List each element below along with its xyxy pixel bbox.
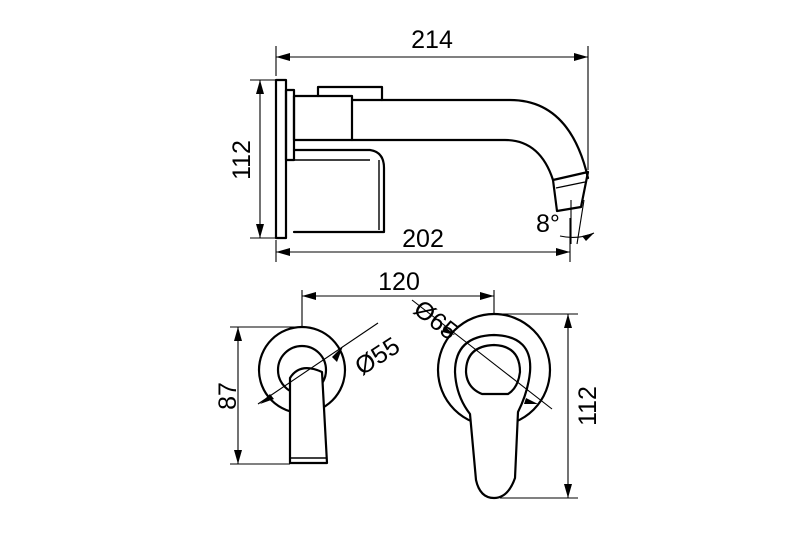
spout-plate-height-label: 87 xyxy=(214,382,242,410)
spout-plate-diameter-label: Ø55 xyxy=(350,332,405,381)
connector-block xyxy=(292,94,354,142)
dimension-center-distance: 120 xyxy=(301,268,495,328)
lever-handle-inner xyxy=(464,343,522,396)
side-view: 214 202 112 8° xyxy=(228,26,595,262)
spout-angle-label: 8° xyxy=(536,210,560,238)
handle-plate-height-label: 112 xyxy=(574,386,602,426)
side-height-label: 112 xyxy=(228,140,256,180)
handle-plate-diameter-label: Ø65 xyxy=(408,295,462,346)
wall-flange xyxy=(274,78,288,240)
spout-cap xyxy=(316,85,384,102)
lever-handle xyxy=(453,333,532,500)
front-view: 120 Ø55 Ø65 87 xyxy=(214,268,602,500)
center-distance-label: 120 xyxy=(378,268,420,296)
dimension-spout-plate-height: 87 xyxy=(214,326,302,465)
dimension-overall-length: 214 xyxy=(275,26,589,170)
dimension-spout-length: 202 xyxy=(275,218,571,262)
spout-tip xyxy=(551,170,590,213)
overall-length-label: 214 xyxy=(411,26,453,54)
spout-pipe xyxy=(350,98,590,182)
valve-housing xyxy=(292,148,386,234)
spout-front xyxy=(288,367,329,465)
spout-length-label: 202 xyxy=(402,225,444,253)
dimension-spout-angle: 8° xyxy=(536,199,595,245)
dimension-side-height: 112 xyxy=(228,79,276,239)
dimension-handle-plate-height: 112 xyxy=(494,313,602,499)
aerator-line xyxy=(555,181,586,189)
inner-flange xyxy=(284,88,296,162)
